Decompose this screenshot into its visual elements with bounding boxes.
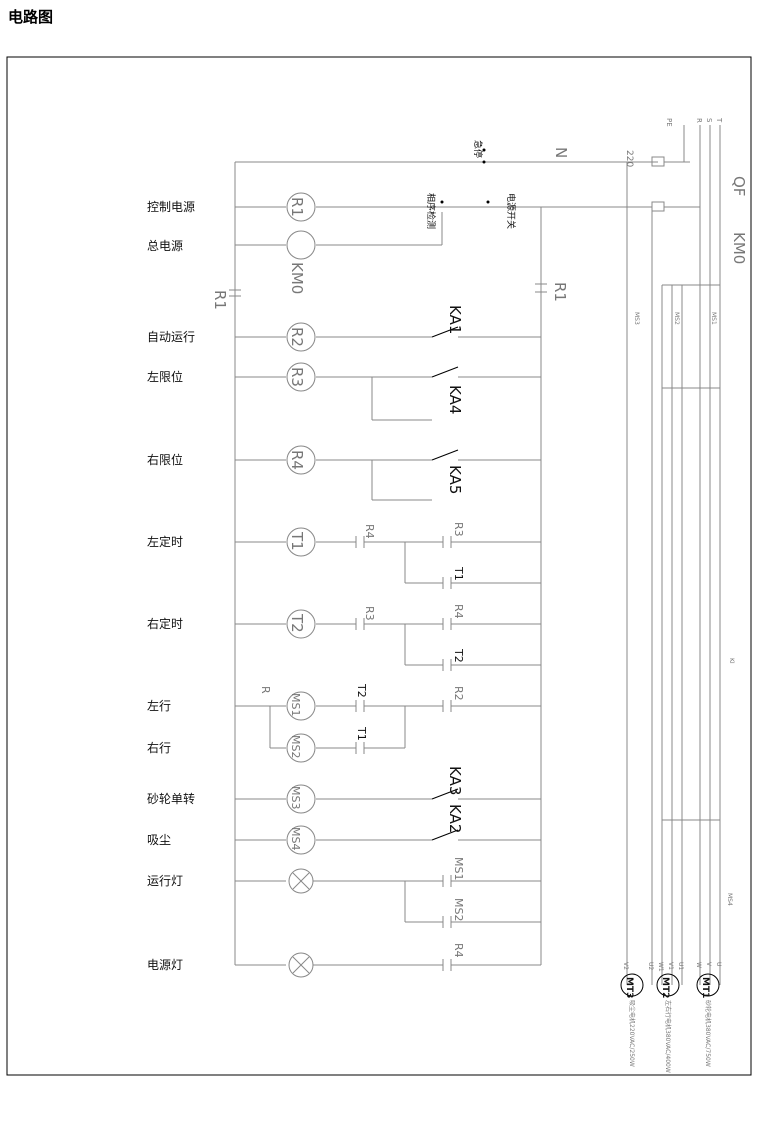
row-right-timer: T2 R3 R4 T2 — [235, 604, 541, 671]
svg-text:W1: W1 — [657, 962, 664, 972]
svg-text:MS2: MS2 — [289, 735, 302, 758]
motor-mt2: MT2 左右行电机380VAC/400W — [656, 973, 680, 1073]
motor-mt3: MT3 吸尘电机220VAC/250W — [620, 973, 644, 1067]
motor-mt1: MT1 砂轮电机380VAC/750W — [696, 973, 720, 1067]
phase-detect-label: 相序检测 — [425, 193, 437, 229]
svg-text:R1: R1 — [551, 282, 569, 302]
svg-text:砂轮电机380VAC/750W: 砂轮电机380VAC/750W — [704, 1000, 712, 1067]
svg-text:R4: R4 — [363, 524, 376, 539]
svg-text:R3: R3 — [452, 522, 465, 537]
svg-text:砂轮单转: 砂轮单转 — [147, 791, 195, 806]
svg-text:MS1: MS1 — [452, 857, 465, 880]
svg-text:R2: R2 — [452, 686, 465, 701]
svg-text:左右行电机380VAC/400W: 左右行电机380VAC/400W — [664, 1000, 672, 1073]
svg-text:KM0: KM0 — [730, 232, 748, 264]
svg-text:左行: 左行 — [147, 698, 171, 713]
svg-text:MT1: MT1 — [700, 977, 710, 998]
svg-text:左限位: 左限位 — [147, 369, 183, 384]
svg-text:R2: R2 — [288, 327, 306, 347]
svg-text:W: W — [695, 962, 702, 968]
svg-text:MS1: MS1 — [710, 312, 717, 325]
svg-text:S: S — [705, 118, 713, 123]
row-run-lamp: MS1 MS2 — [235, 857, 541, 928]
emergency-stop-label: 急停 — [472, 140, 484, 158]
svg-text:T1: T1 — [355, 726, 368, 741]
svg-text:MS3: MS3 — [633, 312, 640, 325]
svg-text:PE: PE — [665, 118, 673, 127]
power-section: QF KM0 PE R S T MS1 MS2 MS3 MS4 KI V2 U2… — [622, 117, 748, 985]
svg-text:MT3: MT3 — [624, 977, 634, 998]
svg-text:220: 220 — [624, 150, 634, 167]
row-left-travel: MS1 T2 R2 R — [235, 683, 541, 749]
svg-text:MS2: MS2 — [452, 898, 465, 921]
svg-text:MS4: MS4 — [289, 827, 302, 850]
svg-text:右限位: 右限位 — [147, 452, 183, 467]
svg-text:KM0: KM0 — [288, 262, 306, 294]
svg-text:KA3: KA3 — [446, 766, 464, 795]
svg-text:MT2: MT2 — [660, 977, 670, 998]
drawing-border — [6, 56, 752, 1076]
neutral-label: N — [552, 147, 570, 158]
svg-text:MS2: MS2 — [673, 312, 680, 325]
svg-text:MS3: MS3 — [289, 786, 302, 809]
svg-text:MS4: MS4 — [726, 893, 733, 906]
svg-text:R3: R3 — [363, 606, 376, 621]
row-dust: MS4 KA2 — [235, 804, 541, 855]
row-grinder: MS3 KA3 — [235, 766, 541, 814]
svg-text:U1: U1 — [677, 962, 684, 970]
svg-text:自动运行: 自动运行 — [147, 330, 195, 344]
svg-text:QF: QF — [730, 176, 748, 196]
svg-text:KA1: KA1 — [446, 305, 464, 334]
svg-text:T1: T1 — [452, 566, 465, 581]
svg-text:右定时: 右定时 — [147, 616, 183, 631]
svg-text:T2: T2 — [355, 683, 368, 698]
power-switch-label: 电源开关 — [505, 193, 517, 229]
svg-text:T1: T1 — [288, 531, 306, 551]
svg-text:KI: KI — [728, 658, 735, 664]
svg-text:运行灯: 运行灯 — [147, 874, 183, 888]
row-right-limit: R4 KA5 — [235, 445, 541, 501]
svg-text:MS1: MS1 — [289, 693, 302, 716]
svg-text:R: R — [259, 686, 272, 694]
svg-text:R: R — [695, 118, 703, 123]
svg-text:R4: R4 — [288, 450, 306, 470]
svg-text:R1: R1 — [288, 197, 306, 217]
svg-text:R1: R1 — [211, 290, 229, 310]
page-title: 电路图 — [8, 8, 54, 26]
row-left-limit: R3 KA4 — [235, 362, 541, 421]
svg-text:KA4: KA4 — [446, 385, 464, 414]
svg-text:总电源: 总电源 — [147, 239, 183, 253]
svg-text:T2: T2 — [288, 613, 306, 633]
row-right-travel: MS2 T1 — [286, 706, 406, 763]
svg-text:R4: R4 — [452, 943, 465, 958]
svg-text:V: V — [705, 962, 712, 967]
svg-text:T2: T2 — [452, 648, 465, 663]
coil-km0 — [286, 230, 316, 260]
svg-text:KA5: KA5 — [446, 465, 464, 494]
svg-text:R3: R3 — [288, 367, 306, 387]
coil-r1 — [286, 192, 316, 222]
svg-text:左定时: 左定时 — [147, 534, 183, 549]
svg-text:吸尘电机220VAC/250W: 吸尘电机220VAC/250W — [628, 1000, 636, 1067]
row-left-timer: T1 R4 R3 T1 — [235, 522, 541, 589]
svg-text:U: U — [715, 962, 722, 966]
svg-text:R4: R4 — [452, 604, 465, 619]
svg-text:右行: 右行 — [147, 740, 171, 755]
row-auto-run: R2 KA1 — [235, 305, 541, 352]
svg-text:控制电源: 控制电源 — [147, 200, 195, 214]
svg-text:吸尘: 吸尘 — [147, 833, 171, 847]
svg-text:KA2: KA2 — [446, 804, 464, 833]
svg-text:电源灯: 电源灯 — [147, 958, 183, 972]
row-power-lamp: R4 — [235, 943, 541, 978]
svg-text:V2: V2 — [622, 962, 629, 970]
svg-text:V1: V1 — [667, 962, 674, 970]
svg-text:T: T — [715, 117, 723, 123]
svg-text:U2: U2 — [647, 962, 654, 970]
